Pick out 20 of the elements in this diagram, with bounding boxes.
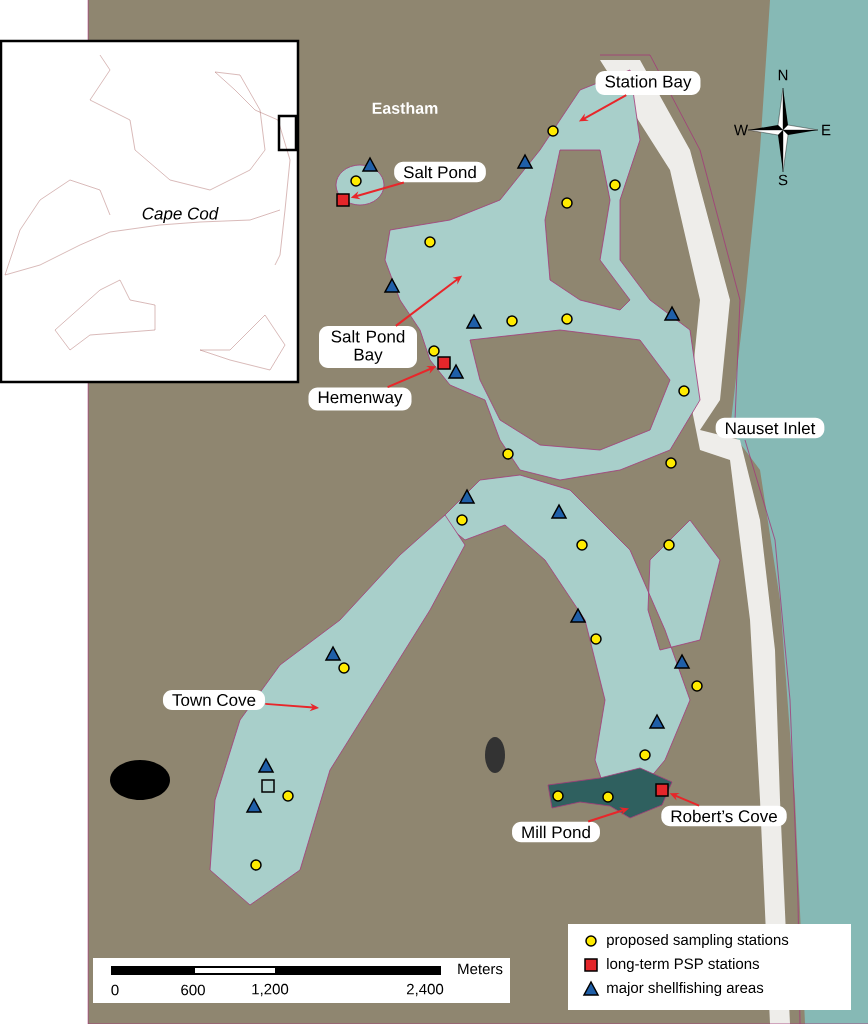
place-label: Station Bay xyxy=(595,71,701,95)
scale-label: 2,400 xyxy=(407,983,444,997)
compass-letter: S xyxy=(778,174,788,186)
compass-letter: E xyxy=(822,124,831,136)
scale-label: 1,200 xyxy=(252,983,289,997)
scale-label: 0 xyxy=(111,984,119,996)
scale-label: 600 xyxy=(181,984,205,996)
legend-text: major shellfishing areas xyxy=(607,982,764,996)
legend-text: proposed sampling stations xyxy=(607,934,789,948)
psp-station-marker xyxy=(336,193,350,207)
scale-label: Meters xyxy=(458,963,503,975)
town-label: Eastham xyxy=(372,102,438,114)
compass-letter: N xyxy=(778,69,788,81)
place-label: Salt Pond Bay xyxy=(319,326,417,368)
place-label: Hemenway xyxy=(308,387,412,411)
legend-text: long-term PSP stations xyxy=(607,958,760,972)
psp-station-marker xyxy=(655,783,669,797)
compass-letter: W xyxy=(734,124,749,136)
psp-station-marker xyxy=(437,356,451,370)
region-label: Cape Cod xyxy=(142,207,219,223)
